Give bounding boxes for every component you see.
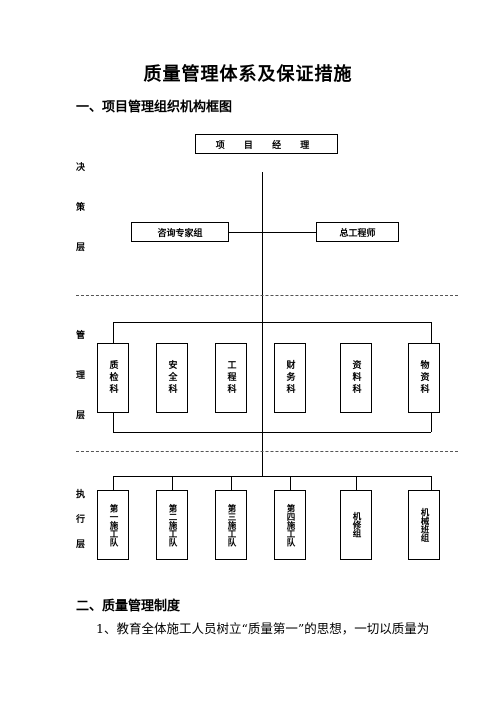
dept-finance-box: 财务科	[274, 343, 306, 413]
team-4-box: 第四施工队	[274, 490, 306, 560]
dept-materials-box: 物资科	[408, 343, 440, 413]
machinery-team-box: 机械班组	[408, 490, 440, 560]
team-stub-2	[172, 476, 173, 490]
project-manager-box: 项 目 经 理	[195, 134, 338, 154]
layer-management-1: 管	[76, 331, 86, 341]
team-stub-3	[231, 476, 232, 490]
layer-management-3: 层	[76, 411, 86, 421]
page-title: 质量管理体系及保证措施	[143, 64, 353, 85]
dept-engineering-box: 工程科	[215, 343, 247, 413]
chief-engineer-box: 总工程师	[316, 222, 399, 242]
dept-documents-box: 资料科	[340, 343, 372, 413]
layer-execution-3: 层	[76, 540, 86, 550]
layer-decision-1: 决	[76, 163, 86, 173]
layer-decision-2: 策	[76, 203, 86, 213]
dept-quality-box: 质检科	[97, 343, 129, 413]
section-heading-quality-system: 二、质量管理制度	[76, 599, 181, 614]
section-heading-org-chart: 一、项目管理组织机构框图	[76, 100, 233, 115]
dept-safety-box: 安全科	[156, 343, 188, 413]
team-stub-4	[290, 476, 291, 490]
team-bus	[113, 476, 431, 477]
trunk-line	[262, 172, 263, 476]
layer-execution-2: 行	[76, 515, 86, 525]
mid-branch-line	[229, 232, 316, 233]
layer-decision-3: 层	[76, 243, 86, 253]
team-stub-6	[431, 476, 432, 490]
dept-bottom-bus	[113, 432, 431, 433]
layer-divider-1	[76, 295, 458, 296]
team-3-box: 第三施工队	[215, 490, 247, 560]
layer-management-2: 理	[76, 371, 86, 381]
dept-top-bus	[113, 322, 431, 323]
expert-group-box: 咨询专家组	[131, 222, 229, 242]
team-2-box: 第二施工队	[156, 490, 188, 560]
team-1-box: 第一施工队	[97, 490, 129, 560]
layer-execution-1: 执	[76, 490, 86, 500]
body-paragraph: 1、教育全体施工人员树立“质量第一”的思想，一切以质量为	[96, 621, 430, 636]
team-stub-1	[113, 476, 114, 490]
team-stub-5	[356, 476, 357, 490]
repair-group-box: 机修组	[340, 490, 372, 560]
layer-divider-2	[76, 451, 458, 452]
